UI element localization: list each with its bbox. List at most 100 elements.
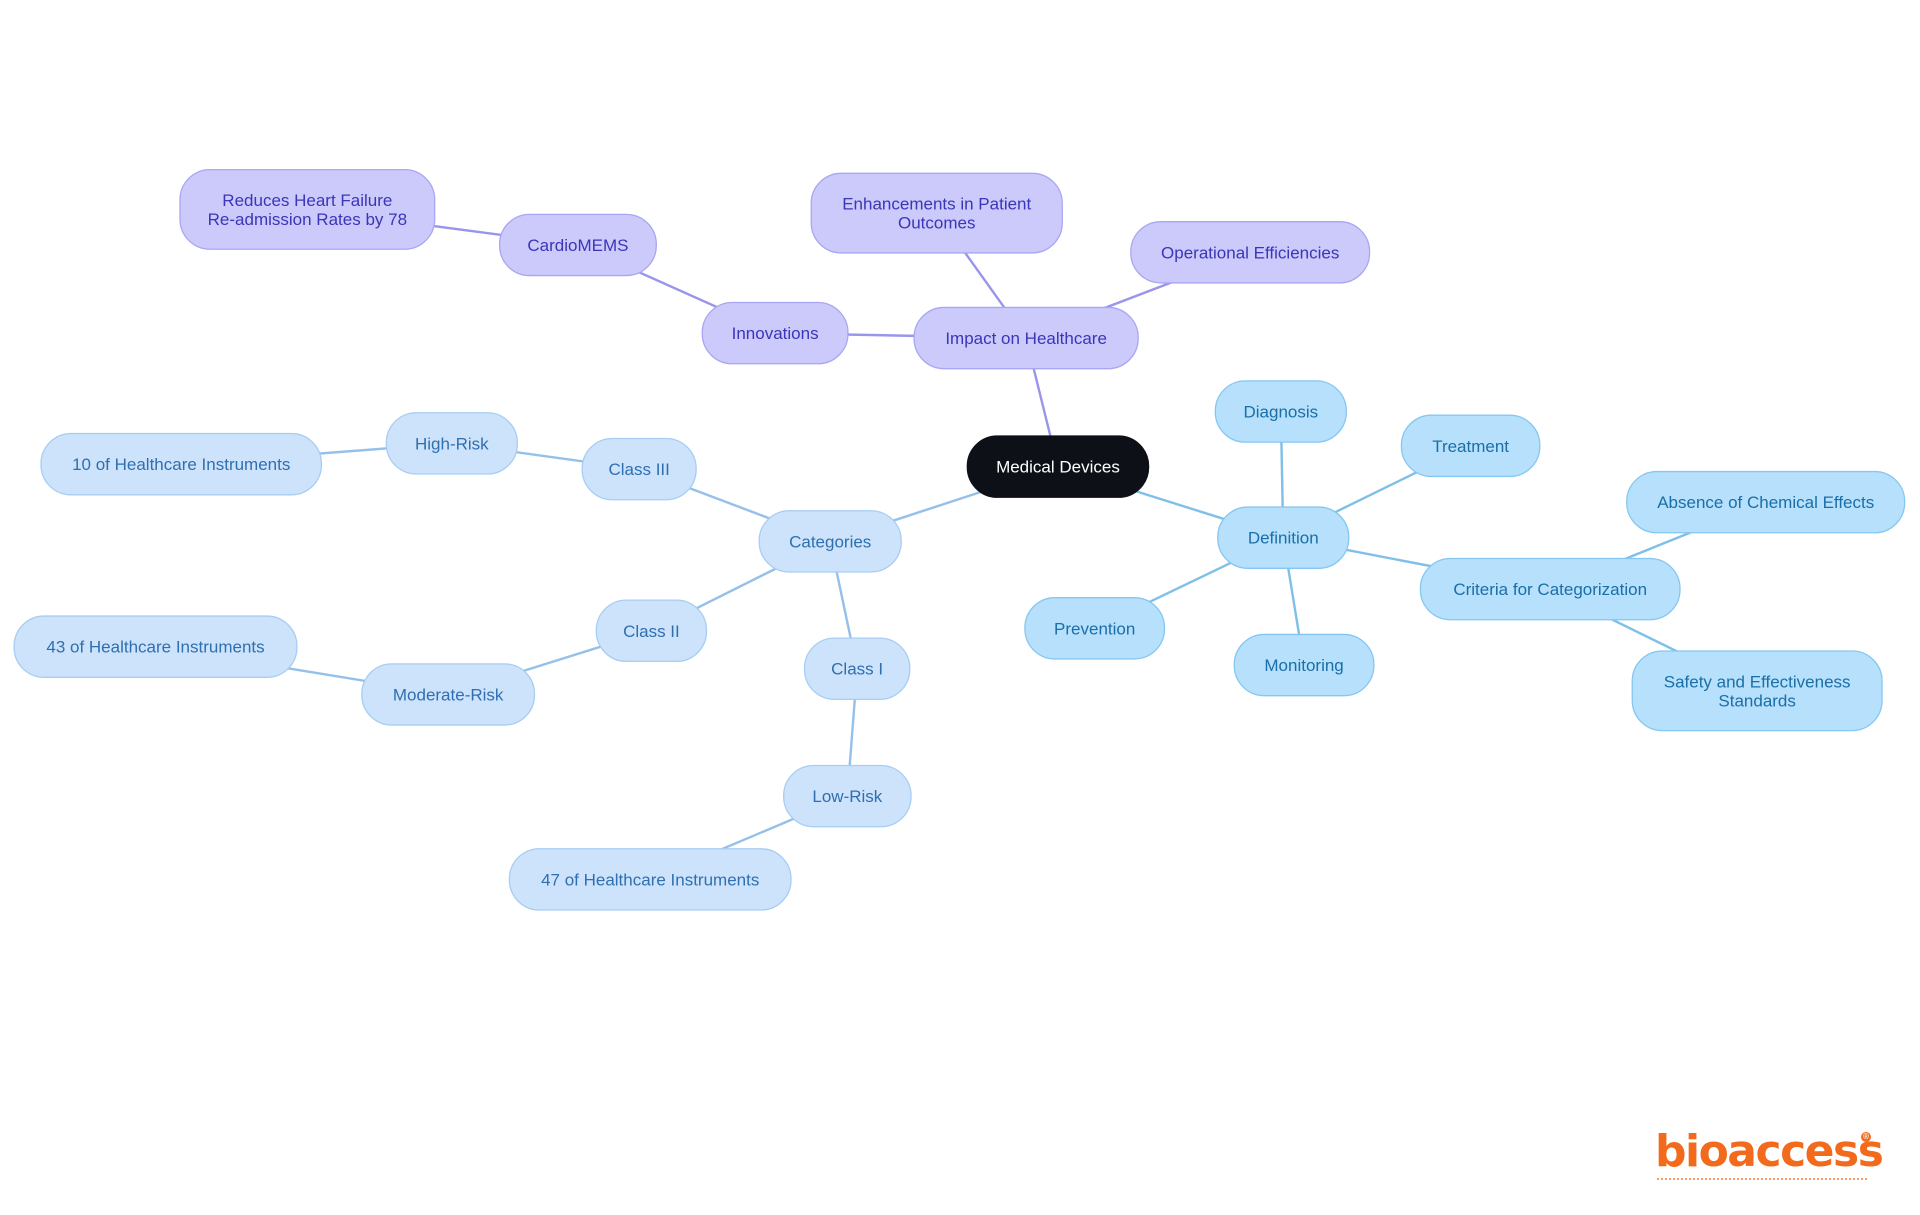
node-pct43[interactable]: 43 of Healthcare Instruments [13, 615, 298, 678]
node-label-line: Standards [1718, 691, 1796, 710]
node-box-pct10 [40, 432, 323, 496]
node-definition[interactable]: Definition [1217, 506, 1350, 569]
node-operational[interactable]: Operational Efficiencies [1130, 221, 1371, 284]
node-monitoring[interactable]: Monitoring [1233, 633, 1375, 697]
node-box-definition [1217, 506, 1350, 569]
node-label-criteria: Criteria for Categorization [1453, 580, 1647, 599]
node-label-line: Class III [608, 460, 669, 479]
node-label-class2: Class II [623, 622, 680, 641]
node-label-line: Criteria for Categorization [1453, 580, 1647, 599]
node-label-line: Diagnosis [1243, 403, 1318, 422]
node-box-class3 [581, 437, 697, 501]
node-label-class1: Class I [831, 660, 883, 679]
node-label-line: Innovations [732, 324, 819, 343]
node-label-highrisk: High-Risk [415, 434, 489, 453]
node-box-categories [758, 510, 902, 573]
node-box-root [966, 435, 1150, 498]
node-label-line: Reduces Heart Failure [222, 191, 392, 210]
node-box-pct47 [508, 848, 792, 911]
node-label-line: 47 of Healthcare Instruments [541, 870, 759, 889]
node-label-pct43: 43 of Healthcare Instruments [46, 638, 264, 657]
node-label-line: Absence of Chemical Effects [1657, 493, 1874, 512]
node-box-treatment [1400, 414, 1541, 478]
node-innovations[interactable]: Innovations [701, 301, 849, 365]
node-label-line: Moderate-Risk [393, 685, 504, 704]
node-class3[interactable]: Class III [581, 437, 697, 501]
node-box-prevention [1024, 597, 1166, 660]
node-label-modrisk: Moderate-Risk [393, 685, 504, 704]
node-label-prevention: Prevention [1054, 619, 1135, 638]
node-class2[interactable]: Class II [595, 599, 708, 663]
node-impact[interactable]: Impact on Healthcare [913, 306, 1139, 370]
bioaccess-logo: bioaccess ® [1655, 1128, 1884, 1190]
mind-map-nodes: Medical Devices Impact on Healthcare Innov… [13, 168, 1906, 911]
node-box-cardiomems [498, 213, 657, 277]
node-label-treatment: Treatment [1432, 437, 1509, 456]
node-box-pct43 [13, 615, 298, 678]
node-box-class2 [595, 599, 708, 663]
node-box-innovations [701, 301, 849, 365]
node-box-reduces [179, 168, 436, 250]
node-root[interactable]: Medical Devices [966, 435, 1150, 498]
node-label-cardiomems: CardioMEMS [527, 236, 628, 255]
node-pct47[interactable]: 47 of Healthcare Instruments [508, 848, 792, 911]
node-label-line: Enhancements in Patient [842, 195, 1031, 214]
node-label-innovations: Innovations [732, 324, 819, 343]
node-label-root: Medical Devices [996, 458, 1120, 477]
node-label-definition: Definition [1248, 529, 1319, 548]
node-label-line: 43 of Healthcare Instruments [46, 638, 264, 657]
node-highrisk[interactable]: High-Risk [385, 412, 518, 475]
node-label-pct47: 47 of Healthcare Instruments [541, 870, 759, 889]
node-box-highrisk [385, 412, 518, 475]
node-modrisk[interactable]: Moderate-Risk [361, 663, 536, 726]
node-box-lowrisk [783, 764, 912, 828]
node-lowrisk[interactable]: Low-Risk [783, 764, 912, 828]
node-absence[interactable]: Absence of Chemical Effects [1626, 470, 1906, 534]
node-box-safety [1631, 650, 1883, 732]
node-label-line: Impact on Healthcare [945, 329, 1107, 348]
node-label-line: Low-Risk [812, 787, 882, 806]
node-prevention[interactable]: Prevention [1024, 597, 1166, 660]
node-label-impact: Impact on Healthcare [945, 329, 1107, 348]
node-box-modrisk [361, 663, 536, 726]
node-label-categories: Categories [789, 532, 871, 551]
node-categories[interactable]: Categories [758, 510, 902, 573]
node-cardiomems[interactable]: CardioMEMS [498, 213, 657, 277]
node-label-line: CardioMEMS [527, 236, 628, 255]
node-box-monitoring [1233, 633, 1375, 697]
node-label-line: Prevention [1054, 619, 1135, 638]
node-label-line: Class I [831, 660, 883, 679]
logo-tagline-mark [1657, 1178, 1867, 1183]
node-label-operational: Operational Efficiencies [1161, 243, 1339, 262]
node-label-line: Definition [1248, 529, 1319, 548]
node-label-pct10: 10 of Healthcare Instruments [72, 455, 290, 474]
node-label-line: High-Risk [415, 434, 489, 453]
node-label-line: Class II [623, 622, 680, 641]
registered-mark-icon: ® [1861, 1132, 1871, 1142]
node-box-criteria [1419, 557, 1681, 621]
node-label-line: Re-admission Rates by 78 [208, 210, 407, 229]
node-box-absence [1626, 470, 1906, 534]
node-label-lowrisk: Low-Risk [812, 787, 882, 806]
logo-wordmark: bioaccess [1655, 1126, 1884, 1177]
node-label-line: Outcomes [898, 214, 975, 233]
node-class1[interactable]: Class I [803, 637, 911, 701]
node-label-line: Categories [789, 532, 871, 551]
node-pct10[interactable]: 10 of Healthcare Instruments [40, 432, 323, 496]
node-criteria[interactable]: Criteria for Categorization [1419, 557, 1681, 621]
node-treatment[interactable]: Treatment [1400, 414, 1541, 478]
node-diagnosis[interactable]: Diagnosis [1214, 380, 1347, 443]
node-label-line: Safety and Effectiveness [1664, 672, 1851, 691]
node-box-class1 [803, 637, 911, 701]
node-label-line: Operational Efficiencies [1161, 243, 1339, 262]
node-label-line: Monitoring [1264, 656, 1343, 675]
node-label-line: 10 of Healthcare Instruments [72, 455, 290, 474]
node-label-diagnosis: Diagnosis [1243, 403, 1318, 422]
node-box-enhancements [810, 172, 1063, 254]
